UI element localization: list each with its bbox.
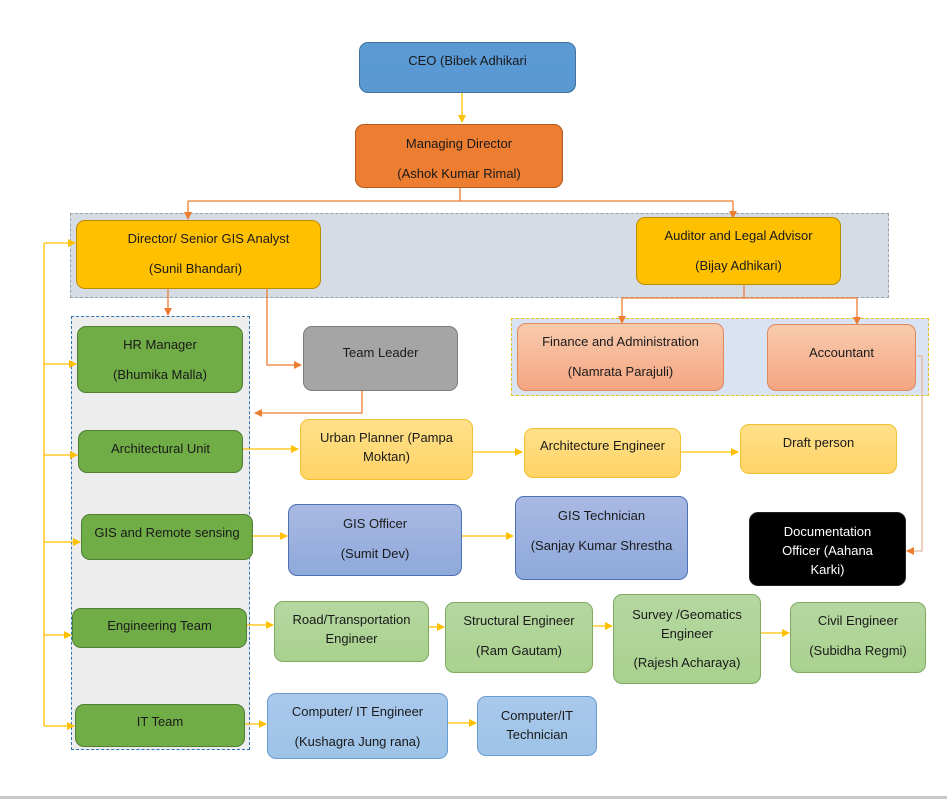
- page-bottom-border: [0, 796, 947, 799]
- node-md-title: Managing Director: [405, 136, 513, 151]
- node-civil-engineer-person: (Subidha Regmi): [809, 643, 907, 658]
- node-it-technician[interactable]: Computer/IT Technician: [477, 696, 597, 756]
- node-director[interactable]: Director/ Senior GIS Analyst (Sunil Bhan…: [76, 220, 321, 289]
- node-draft-person-title: Draft person: [782, 435, 855, 450]
- node-auditor[interactable]: Auditor and Legal Advisor (Bijay Adhikar…: [636, 217, 841, 285]
- node-team-leader[interactable]: Team Leader: [303, 326, 458, 391]
- node-auditor-person: (Bijay Adhikari): [695, 258, 782, 273]
- edge-teamleader-units: [254, 391, 363, 417]
- node-gis-officer-title: GIS Officer: [342, 516, 408, 531]
- node-draft-person[interactable]: Draft person: [740, 424, 897, 474]
- node-doc-officer-title: Documentation Officer (Aahana Karki): [782, 524, 873, 577]
- node-gis-technician[interactable]: GIS Technician (Sanjay Kumar Shrestha: [515, 496, 688, 580]
- node-ceo-title: CEO (Bibek Adhikari: [408, 53, 527, 68]
- node-ceo[interactable]: CEO (Bibek Adhikari: [359, 42, 576, 93]
- node-urban-planner-title: Urban Planner (Pampa Moktan): [320, 430, 453, 464]
- edge-director-teamleader: [266, 288, 302, 369]
- node-survey-engineer[interactable]: Survey /Geomatics Engineer (Rajesh Achar…: [613, 594, 761, 684]
- node-civil-engineer[interactable]: Civil Engineer (Subidha Regmi): [790, 602, 926, 673]
- node-gis-rs-title: GIS and Remote sensing: [94, 525, 240, 540]
- node-urban-planner[interactable]: Urban Planner (Pampa Moktan): [300, 419, 473, 480]
- node-gis-remote-sensing[interactable]: GIS and Remote sensing: [81, 514, 253, 560]
- node-engineering-team[interactable]: Engineering Team: [72, 608, 247, 648]
- node-hr-person: (Bhumika Malla): [113, 367, 207, 382]
- node-it-engineer-title: Computer/ IT Engineer: [291, 704, 424, 719]
- node-it-engineer-person: (Kushagra Jung rana): [294, 734, 421, 749]
- node-accountant[interactable]: Accountant: [767, 324, 916, 391]
- node-road-engineer[interactable]: Road/Transportation Engineer: [274, 601, 429, 662]
- node-gis-officer[interactable]: GIS Officer (Sumit Dev): [288, 504, 462, 576]
- node-auditor-title: Auditor and Legal Advisor: [664, 228, 813, 243]
- node-finance-person: (Namrata Parajuli): [567, 364, 674, 379]
- node-director-person: (Sunil Bhandari): [148, 261, 243, 276]
- node-finance-title: Finance and Administration: [542, 334, 699, 349]
- node-arch-engineer-title: Architecture Engineer: [539, 438, 665, 453]
- edge-md-split: [188, 188, 461, 202]
- node-managing-director[interactable]: Managing Director (Ashok Kumar Rimal): [355, 124, 563, 188]
- node-structural-engineer-title: Structural Engineer: [463, 613, 575, 628]
- node-gis-officer-person: (Sumit Dev): [340, 546, 410, 561]
- node-structural-engineer-person: (Ram Gautam): [476, 643, 562, 658]
- node-survey-engineer-person: (Rajesh Acharaya): [633, 655, 741, 670]
- node-eng-team-title: Engineering Team: [107, 618, 212, 633]
- node-md-person: (Ashok Kumar Rimal): [397, 166, 521, 181]
- edge-auditor-split: [622, 284, 745, 299]
- node-gis-technician-person: (Sanjay Kumar Shrestha: [530, 538, 673, 553]
- node-director-title: Director/ Senior GIS Analyst: [127, 231, 290, 246]
- node-it-technician-title: Computer/IT Technician: [500, 708, 574, 742]
- node-it-team[interactable]: IT Team: [75, 704, 245, 747]
- node-structural-engineer[interactable]: Structural Engineer (Ram Gautam): [445, 602, 593, 673]
- node-documentation-officer[interactable]: Documentation Officer (Aahana Karki): [749, 512, 906, 586]
- node-arch-unit-title: Architectural Unit: [111, 441, 210, 456]
- node-hr-title: HR Manager: [123, 337, 197, 352]
- edge-accountant-doc: [906, 355, 923, 555]
- node-hr-manager[interactable]: HR Manager (Bhumika Malla): [77, 326, 243, 393]
- node-architectural-unit[interactable]: Architectural Unit: [78, 430, 243, 473]
- node-gis-technician-title: GIS Technician: [557, 508, 646, 523]
- node-accountant-title: Accountant: [808, 345, 875, 360]
- node-finance[interactable]: Finance and Administration (Namrata Para…: [517, 323, 724, 391]
- node-it-team-title: IT Team: [136, 714, 184, 729]
- node-road-engineer-title: Road/Transportation Engineer: [292, 612, 411, 646]
- node-civil-engineer-title: Civil Engineer: [817, 613, 899, 628]
- node-architecture-engineer[interactable]: Architecture Engineer: [524, 428, 681, 478]
- node-team-leader-title: Team Leader: [342, 345, 419, 360]
- node-it-engineer[interactable]: Computer/ IT Engineer (Kushagra Jung ran…: [267, 693, 448, 759]
- node-survey-engineer-title: Survey /Geomatics Engineer: [632, 607, 742, 641]
